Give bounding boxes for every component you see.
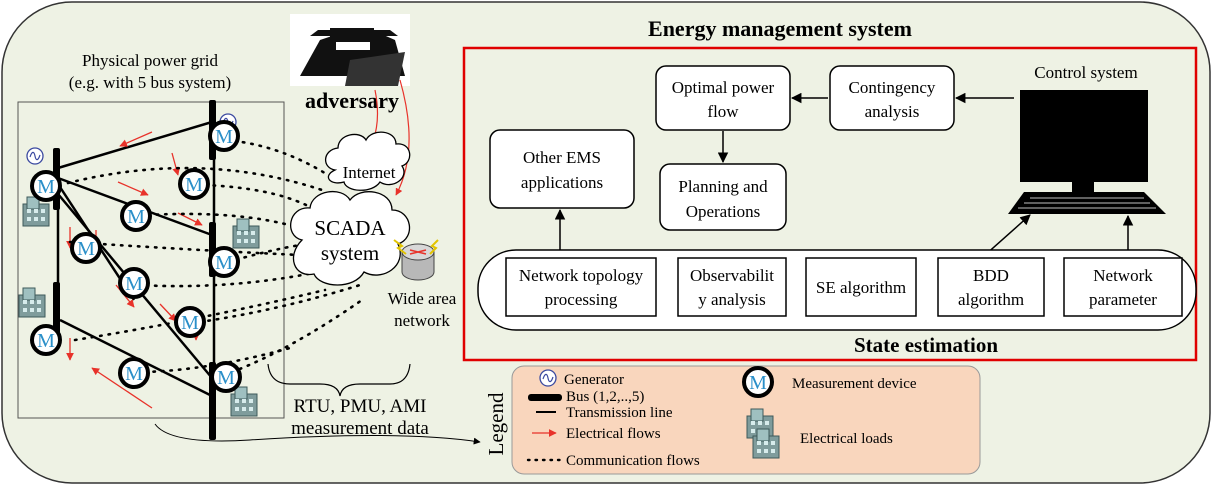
meter-letter: M [37,176,55,198]
generator-icon [26,147,44,165]
contingency-box [829,65,955,131]
legend-transmission: Transmission line [566,405,673,421]
router-icon [393,239,439,281]
optimal-power-flow-line1: Optimal power [672,78,775,97]
scada-label-line2: system [321,241,379,265]
meter-letter: M [125,363,143,385]
meter-letter: M [77,238,95,260]
grid-frame [17,101,285,419]
planning-line1: Planning and [678,177,768,196]
legend-communication-flows: Communication flows [566,453,700,469]
topology-line2: processing [545,290,618,309]
se-box [805,257,917,317]
rtu-label-line1: RTU, PMU, AMI [294,396,427,417]
observability-line2: y analysis [698,290,766,309]
meter-letter: M [127,206,145,228]
internet-label: Internet [343,163,396,182]
control-system-label: Control system [1034,63,1137,82]
adversary-label: adversary [305,88,399,113]
other-ems-box [489,129,635,209]
state-estimation-label: State estimation [854,333,998,357]
contingency-line2: analysis [865,102,920,121]
topology-box [505,257,657,317]
contingency-line1: Contingency [849,78,936,97]
other-ems-line1: Other EMS [523,148,601,167]
meter-letter: M [215,126,233,148]
computer-icon [1008,90,1166,214]
optimal-power-flow-line2: flow [707,102,739,121]
parameter-line1: Network [1093,266,1153,285]
se-line1: SE algorithm [816,278,906,297]
observability-line1: Observabilit [690,266,774,285]
optimal-power-flow-box [655,65,791,131]
scada-label-line1: SCADA [314,216,386,240]
legend-electrical-flows: Electrical flows [566,426,661,442]
legend-meter-letter: M [749,372,767,394]
meter-letter: M [217,367,235,389]
grid-title: Physical power grid [82,51,218,70]
bdd-line2: algorithm [958,290,1024,309]
legend-bus-icon [528,394,562,401]
legend-generator-icon [539,369,557,387]
legend-electrical-loads: Electrical loads [800,431,893,447]
observability-box [677,257,787,317]
internet-cloud [324,131,411,191]
other-ems-line2: applications [521,173,603,192]
adversary-icon [290,14,410,86]
legend-generator: Generator [564,372,624,388]
wan-label-line2: network [394,311,450,330]
attack-arrow [395,79,410,196]
meter-letter: M [215,252,233,274]
legend-measurement-device: Measurement device [792,376,917,392]
parameter-box [1063,257,1183,317]
meters: M M M M M M M M M M M [30,120,242,393]
meter-letter: M [185,174,203,196]
planning-box [659,163,787,231]
parameter-line2: parameter [1089,290,1157,309]
legend-bus: Bus (1,2,..,5) [566,389,644,405]
topology-line1: Network topology [519,266,644,285]
legend-title: Legend [484,392,508,455]
planning-line2: Operations [686,202,761,221]
ems-title: Energy management system [648,16,912,41]
meter-letter: M [125,273,143,295]
legend-measurement-icon: M [742,366,774,398]
rtu-label-line2: measurement data [291,418,429,439]
legend-pointer [154,423,481,445]
bdd-line1: BDD [973,266,1009,285]
legend-panel [511,365,981,475]
bdd-box [937,257,1045,317]
ems-frame [462,46,1198,362]
grid-subtitle: (e.g. with 5 bus system) [69,73,231,92]
rtu-brace [267,363,411,397]
scada-cloud [290,190,411,286]
meter-letter: M [37,330,55,352]
wan-label-line1: Wide area [388,289,457,308]
meter-letter: M [181,312,199,334]
